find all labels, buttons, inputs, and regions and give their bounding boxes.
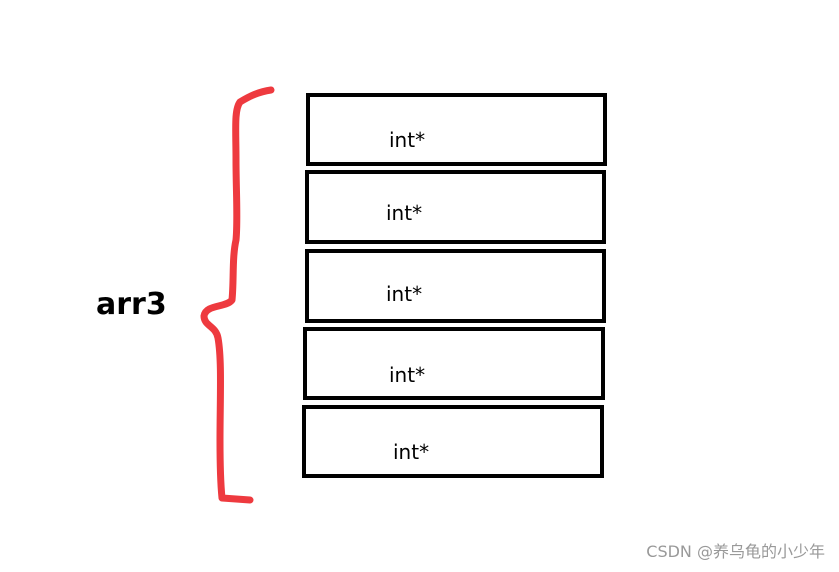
cell-label: int* xyxy=(389,363,426,387)
array-name-label: arr3 xyxy=(96,287,167,322)
array-cell: int* xyxy=(305,249,606,323)
array-cell: int* xyxy=(305,170,606,244)
array-cell: int* xyxy=(306,93,607,166)
cell-label: int* xyxy=(389,128,426,152)
cell-label: int* xyxy=(386,201,423,225)
cell-label: int* xyxy=(393,440,430,464)
array-cell: int* xyxy=(303,327,605,400)
array-cell: int* xyxy=(302,405,604,478)
cell-label: int* xyxy=(386,282,423,306)
watermark-text: CSDN @养乌龟的小少年 xyxy=(646,542,825,561)
